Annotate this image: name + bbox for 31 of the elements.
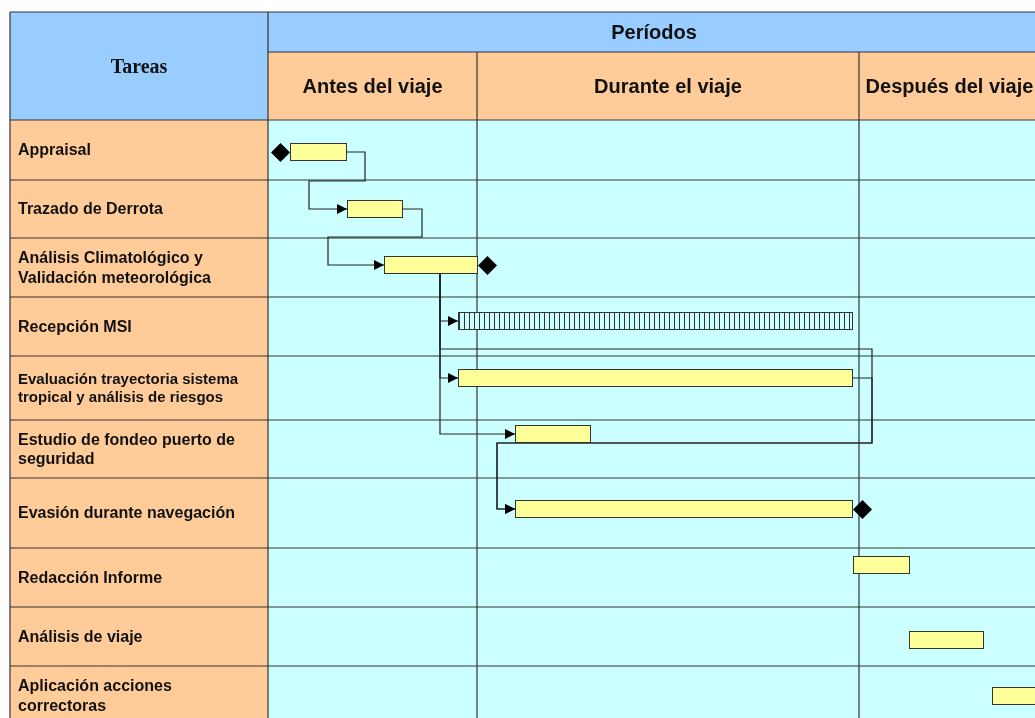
- task-name: Evaluación trayectoria sistema tropical y análisis de riesgos: [18, 370, 240, 406]
- task-bar: [458, 369, 853, 387]
- dependency-arrow: [496, 377, 873, 514]
- column-header: Después del viaje: [865, 74, 1034, 98]
- column-header: Antes del viaje: [302, 74, 443, 98]
- dependency-arrow: [308, 151, 366, 214]
- task-bar: [853, 556, 910, 574]
- task-name: Trazado de Derrota: [18, 199, 163, 219]
- task-bar: [909, 631, 984, 649]
- task-bar: [290, 143, 347, 161]
- task-name: Recepción MSI: [18, 316, 132, 337]
- task-name: Análisis de viaje: [18, 626, 143, 647]
- task-name: Evasión durante navegación: [18, 503, 235, 523]
- task-bar: [384, 256, 478, 274]
- task-name: Appraisal: [18, 140, 91, 160]
- column-header: Tareas: [110, 54, 168, 78]
- task-bar: [992, 687, 1035, 705]
- column-header: Durante el viaje: [594, 74, 742, 98]
- task-bar: [515, 500, 853, 518]
- task-name: Redacción Informe: [18, 567, 163, 588]
- column-header: Períodos: [611, 20, 697, 44]
- task-name: Análisis Climatológico y Validación meteorológica: [18, 248, 212, 287]
- task-name: Aplicación acciones correctoras: [18, 676, 173, 715]
- dependency-arrow: [327, 208, 423, 270]
- hatched-task-bar: [458, 312, 853, 330]
- milestone-diamond: [853, 500, 872, 519]
- task-bar: [347, 200, 403, 218]
- milestone-diamond: [271, 143, 290, 162]
- milestone-diamond: [478, 256, 497, 275]
- task-bar: [515, 425, 591, 443]
- task-name: Estudio de fondeo puerto de seguridad: [18, 429, 236, 469]
